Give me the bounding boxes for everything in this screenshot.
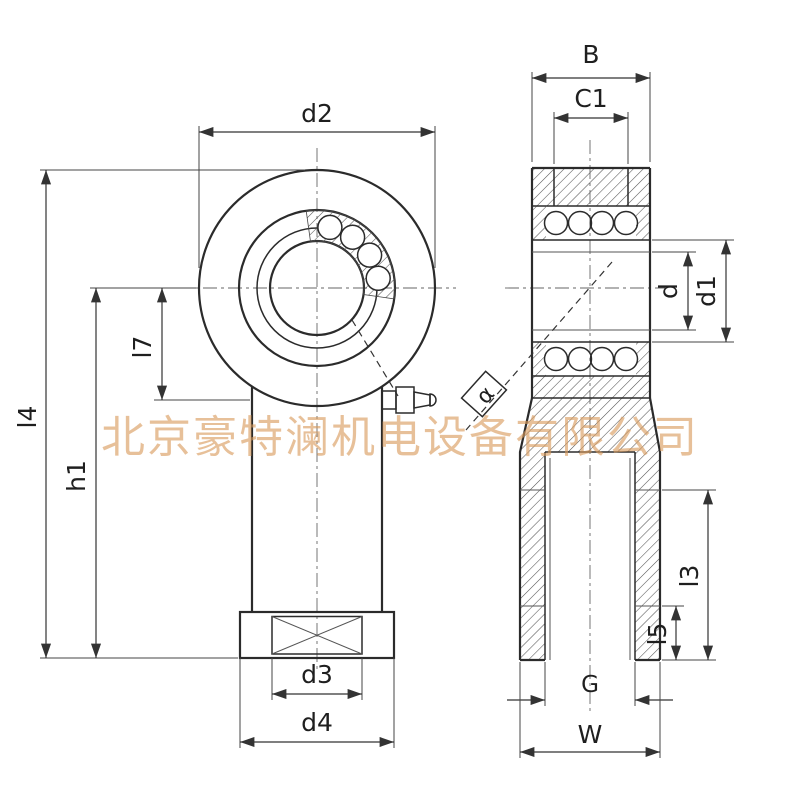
dim-label-B: B (582, 40, 599, 69)
dim-label-h1: h1 (62, 460, 91, 492)
dim-label-alpha: α (472, 382, 500, 410)
dim-label-l3: l3 (675, 565, 704, 588)
side-balls-bottom (543, 346, 639, 372)
alpha-angle-box: α (460, 370, 508, 418)
shank-right-profile (648, 397, 662, 660)
shank-left-profile (518, 397, 534, 660)
bottom-flange (238, 610, 396, 660)
grease-passage-line (351, 319, 399, 397)
front-view (178, 148, 456, 672)
side-view: α (460, 140, 665, 714)
front-bearing-balls (317, 214, 391, 292)
front-view-dimensions: d2 l7 l4 h1 d3 d4 (13, 99, 436, 748)
dim-label-C1: C1 (574, 84, 607, 113)
dim-label-l4: l4 (13, 406, 42, 429)
dim-label-d4: d4 (301, 708, 333, 737)
dim-label-l5: l5 (643, 623, 672, 646)
dim-label-G: G (581, 672, 599, 698)
side-hatch-regions (520, 168, 660, 660)
dim-label-d2: d2 (301, 99, 333, 128)
section-band-lines (532, 205, 650, 399)
dim-label-l7: l7 (128, 336, 157, 359)
thread-feature-lines (520, 489, 660, 607)
thread-bore-walls (544, 451, 636, 660)
misalignment-axis-line (465, 261, 613, 431)
side-view-dimensions: B C1 d d1 l3 l5 G W (507, 40, 734, 758)
inner-ring-faces (553, 168, 629, 206)
dim-label-d1: d1 (692, 275, 721, 307)
dim-label-W: W (578, 720, 603, 749)
grease-fitting (381, 386, 437, 414)
dim-label-d3: d3 (301, 660, 333, 689)
side-balls-top (543, 210, 639, 236)
wrench-flats-box (271, 615, 363, 655)
thread-minor-lines (549, 458, 631, 660)
head-outer-circle (197, 168, 437, 408)
watermark-text: 北京豪特澜机电设备有限公司 (101, 412, 699, 463)
bore-lines (532, 251, 650, 331)
dim-label-d: d (654, 283, 683, 299)
